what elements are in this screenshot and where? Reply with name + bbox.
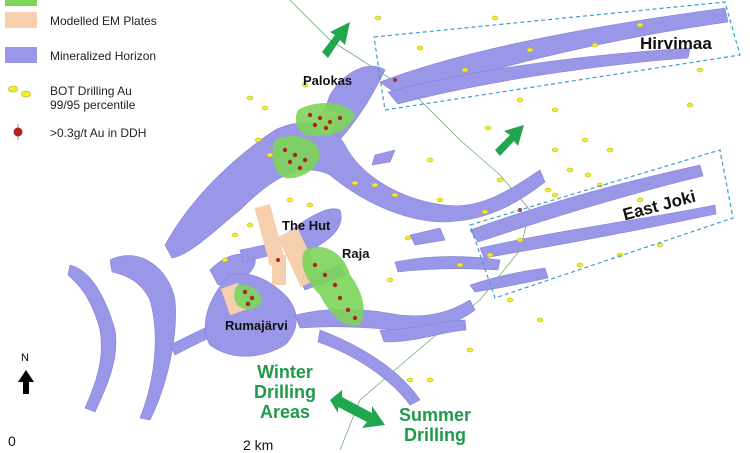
legend-label: Mineralized Horizon	[50, 49, 157, 63]
legend-item-horizon: Mineralized Horizon	[50, 49, 156, 63]
place-label-palokas: Palokas	[303, 73, 353, 88]
legend-item-em-plates: Modelled EM Plates	[50, 14, 157, 28]
legend-label: BOT Drilling Au 99/95 percentile	[50, 84, 136, 112]
legend-swatch-horizon	[5, 47, 37, 63]
arrow-north-1	[322, 22, 350, 58]
arrow-diagonal	[330, 390, 385, 428]
hirvimaa-box	[373, 1, 741, 111]
ddh-dots	[242, 78, 522, 321]
bot-drilling-dots	[221, 15, 704, 383]
legend-swatch-yellow-2	[21, 90, 31, 98]
north-label: N	[21, 352, 29, 364]
legend-swatch-yellow-1	[8, 85, 18, 93]
north-arrow	[18, 370, 34, 394]
place-label-the-hut: The Hut	[282, 218, 331, 233]
north-indicator: N	[15, 352, 35, 364]
mineralized-horizons	[67, 7, 729, 421]
arrow-north-2	[495, 125, 524, 156]
summer-drilling-label: Summer Drilling	[398, 405, 472, 445]
winter-drilling-label: Winter Drilling Areas	[254, 362, 316, 422]
drilling-arrows	[322, 22, 524, 428]
target-boxes	[373, 1, 741, 299]
legend-item-bot-drilling: BOT Drilling Au 99/95 percentile	[50, 84, 160, 112]
east-joki-box	[469, 149, 734, 299]
legend: Modelled EM Plates Mineralized Horizon B…	[0, 0, 240, 160]
legend-label: >0.3g/t Au in DDH	[50, 126, 147, 140]
place-label-rumajarvi: Rumajärvi	[225, 318, 288, 333]
legend-label: Modelled EM Plates	[50, 14, 157, 28]
legend-item-ddh: >0.3g/t Au in DDH	[50, 126, 146, 140]
legend-swatch-green	[5, 0, 37, 6]
green-areas	[234, 103, 364, 326]
place-label-hirvimaa: Hirvimaa	[640, 34, 712, 53]
legend-swatch-red	[13, 127, 23, 137]
scale-start: 0	[8, 433, 16, 449]
legend-swatches	[5, 0, 37, 140]
scale-end: 2 km	[243, 437, 274, 453]
legend-swatch-plate	[5, 12, 37, 28]
place-label-raja: Raja	[342, 246, 370, 261]
